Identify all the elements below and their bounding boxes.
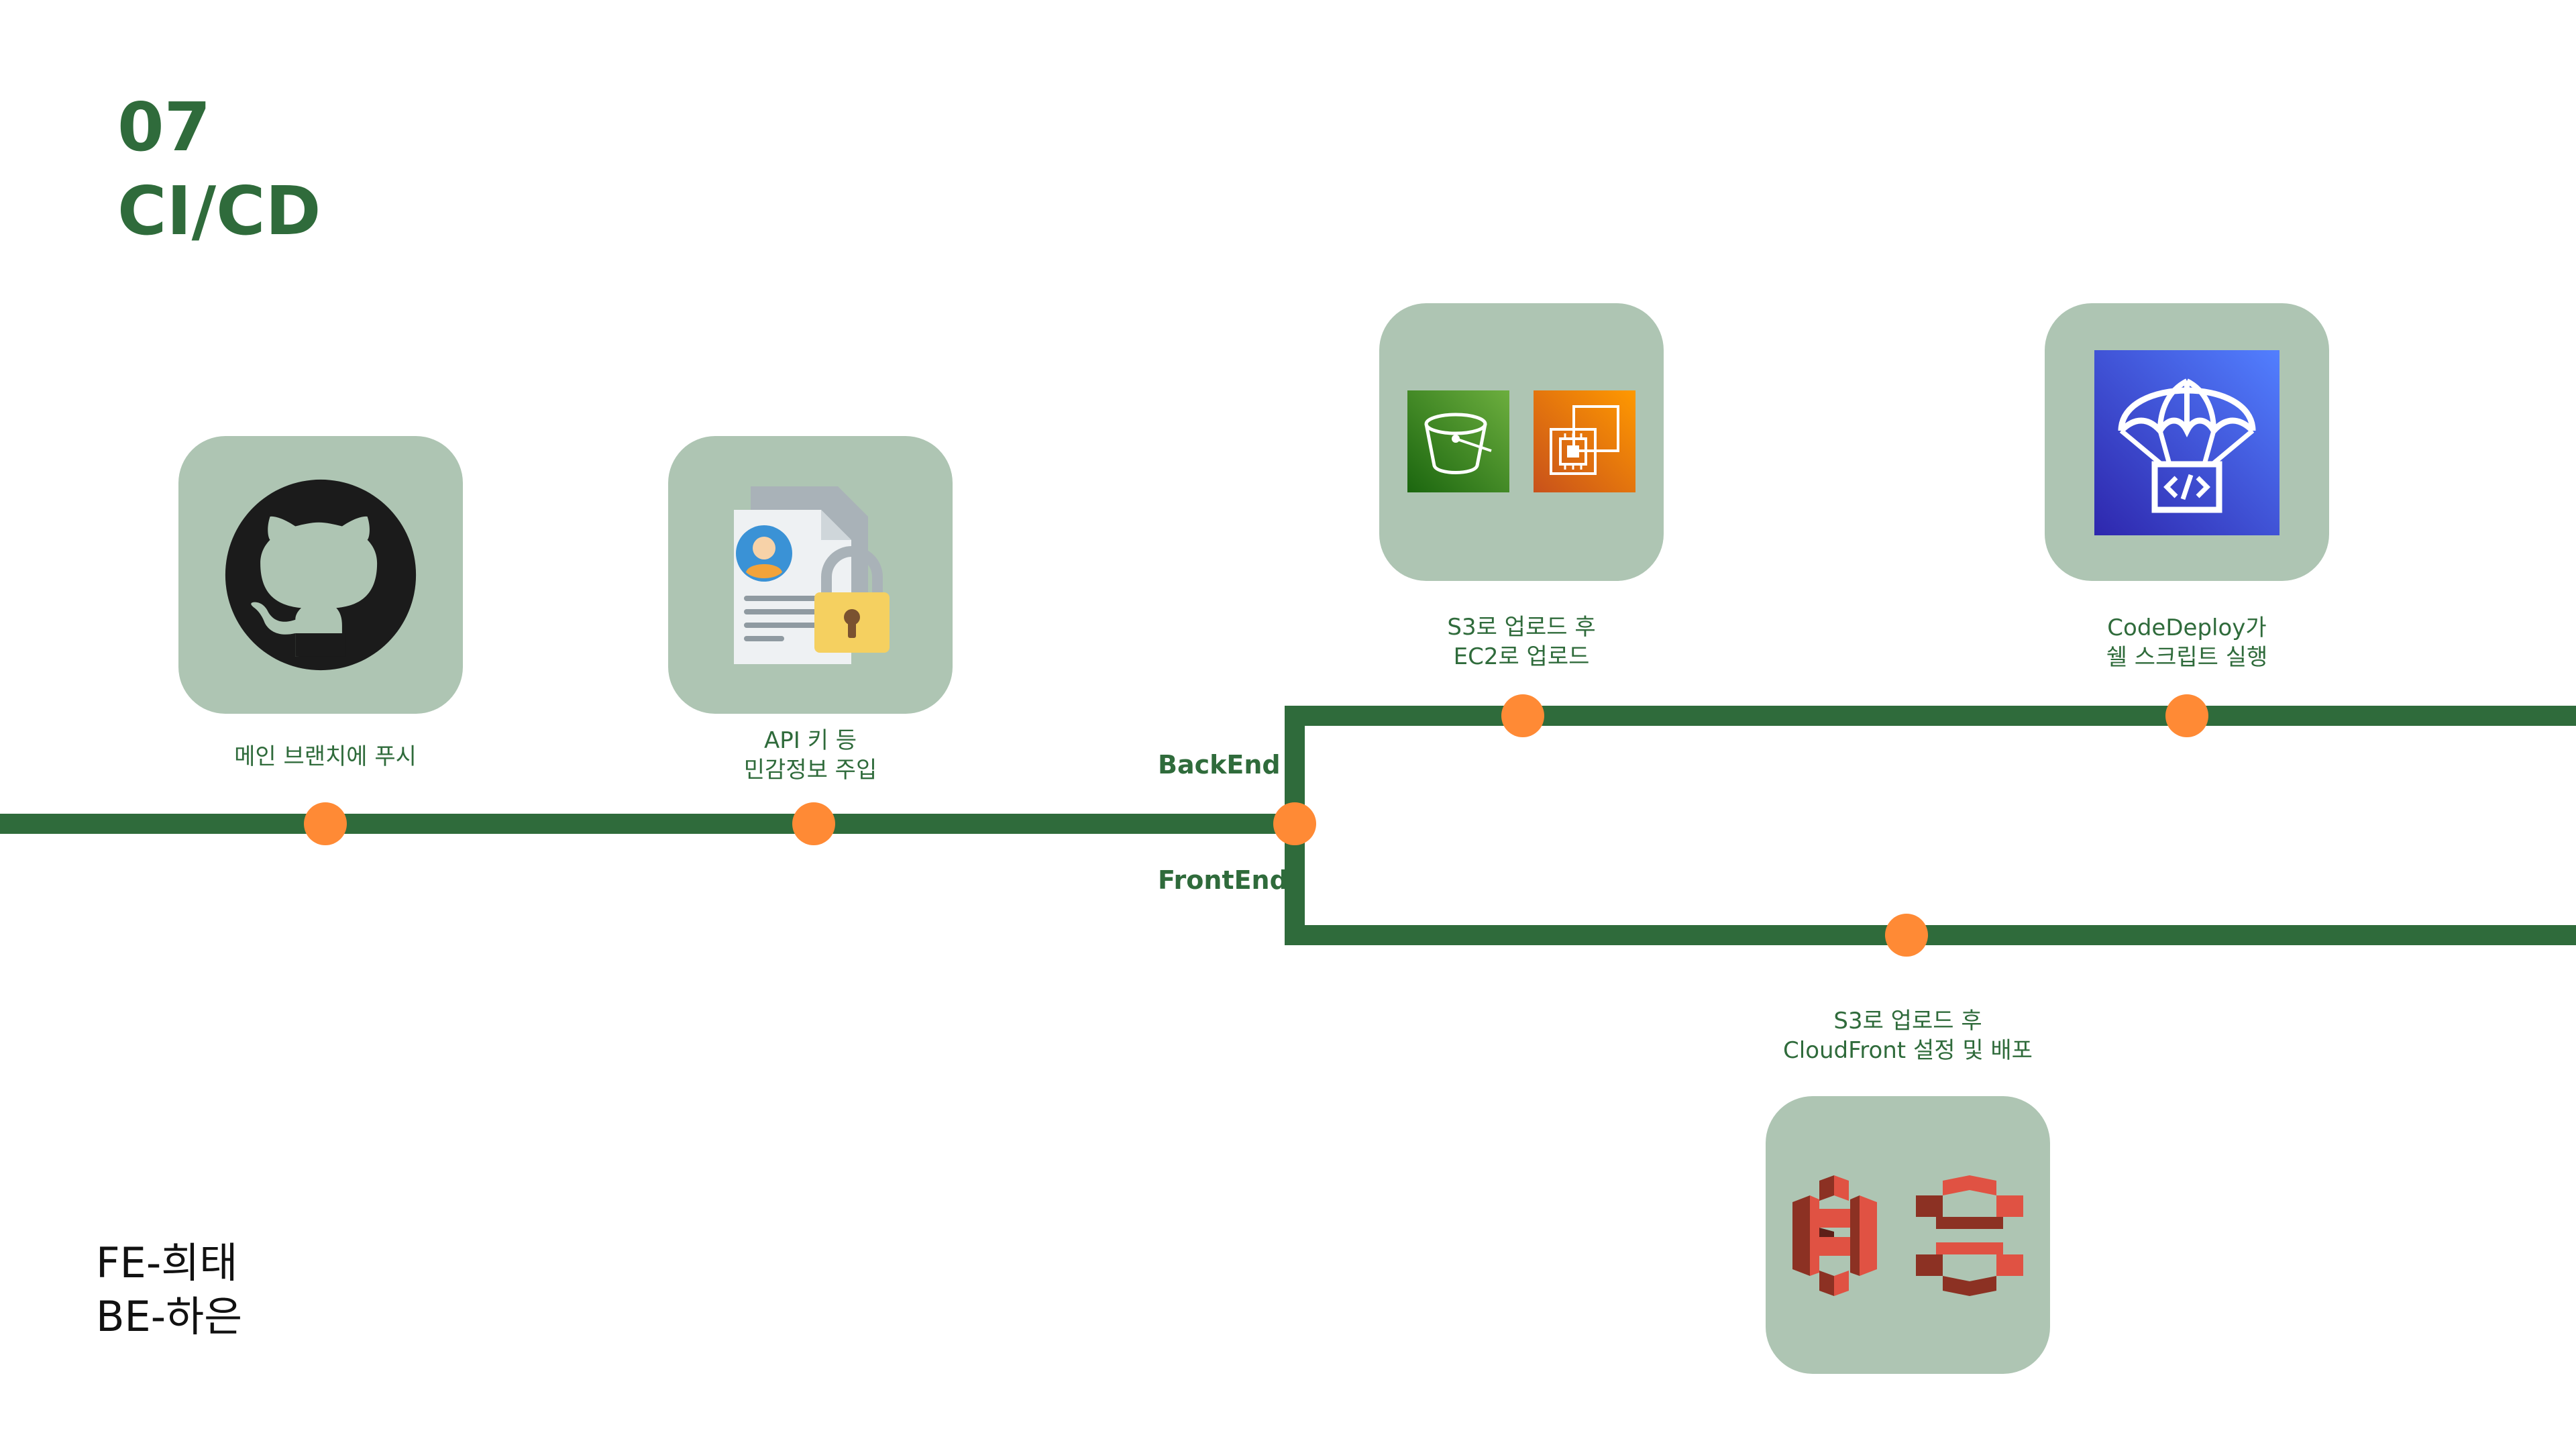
step-card-push xyxy=(178,436,463,714)
step-label-secrets-line1: API 키 등 xyxy=(764,727,857,754)
step-card-secrets xyxy=(668,436,953,714)
step-label-push-text: 메인 브랜치에 푸시 xyxy=(234,743,417,770)
step-label-push: 메인 브랜치에 푸시 xyxy=(234,742,417,771)
step-label-be-deploy-line1: CodeDeploy가 xyxy=(2107,614,2267,641)
page-title: CI/CD xyxy=(117,172,321,250)
step-label-fe-deploy: S3로 업로드 후 CloudFront 설정 및 배포 xyxy=(1783,1006,2033,1065)
branch-label-backend: BackEnd xyxy=(1158,750,1281,780)
node-secrets xyxy=(792,802,835,845)
step-label-be-upload: S3로 업로드 후 EC2로 업로드 xyxy=(1447,612,1595,672)
step-card-be-upload xyxy=(1379,303,1664,581)
team-fe: FE-희태 xyxy=(96,1238,238,1287)
node-be-deploy xyxy=(2165,694,2208,737)
step-label-fe-deploy-line1: S3로 업로드 후 xyxy=(1833,1008,1982,1034)
aws-s3-cloudfront-icon xyxy=(1792,1175,2023,1296)
step-label-be-deploy: CodeDeploy가 쉘 스크립트 실행 xyxy=(2106,613,2268,672)
aws-s3-bucket-icon xyxy=(1407,390,1509,492)
secret-document-lock-icon xyxy=(734,486,890,664)
branch-label-frontend: FrontEnd xyxy=(1158,865,1288,895)
node-fe-deploy xyxy=(1885,914,1928,957)
aws-codedeploy-icon xyxy=(2094,350,2279,535)
team-be: BE-하은 xyxy=(96,1292,243,1341)
github-icon xyxy=(225,479,417,671)
step-card-fe-deploy xyxy=(1766,1096,2050,1374)
step-label-be-deploy-line2: 쉘 스크립트 실행 xyxy=(2106,644,2268,671)
node-push xyxy=(304,802,347,845)
step-card-be-deploy xyxy=(2045,303,2329,581)
section-number: 07 xyxy=(117,88,211,166)
node-be-upload xyxy=(1501,694,1544,737)
step-label-fe-deploy-line2: CloudFront 설정 및 배포 xyxy=(1783,1037,2033,1064)
step-label-be-upload-line1: S3로 업로드 후 xyxy=(1447,614,1596,641)
node-branch-split xyxy=(1273,802,1316,845)
step-label-be-upload-line2: EC2로 업로드 xyxy=(1453,643,1590,670)
step-label-secrets-line2: 민감정보 주입 xyxy=(743,757,877,784)
aws-ec2-instance-icon xyxy=(1534,390,1635,492)
step-label-secrets: API 키 등 민감정보 주입 xyxy=(744,726,877,785)
